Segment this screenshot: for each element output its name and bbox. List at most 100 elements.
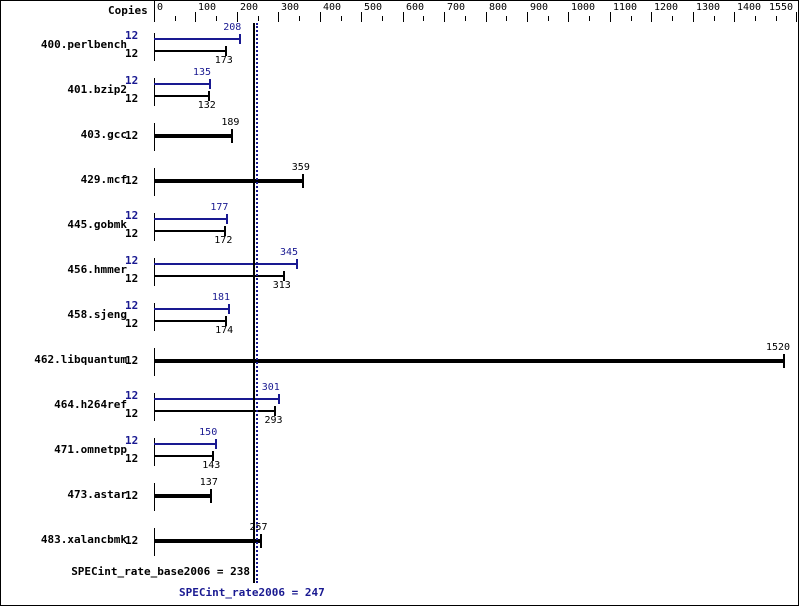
axis-major-tick [154,12,155,22]
peak-value-label: 208 [223,22,242,33]
base-bar-cap [301,174,304,188]
axis-minor-tick [175,16,176,21]
benchmark-name: 458.sjeng [67,308,127,321]
base-bar [154,275,284,277]
benchmark-name: 429.mcf [80,173,127,186]
axis-major-tick [568,12,569,22]
base-value-label: 359 [291,162,310,173]
base-value-label: 1520 [766,342,791,353]
axis-tick-label: 1550 [769,2,794,13]
peak-copies: 12 [125,389,139,402]
peak-bar [154,443,217,445]
axis-minor-tick [465,16,466,21]
axis-minor-tick [776,16,777,21]
bar-origin-line [154,393,155,421]
peak-bar-cap [215,439,218,449]
peak-bar [154,218,228,220]
axis-origin-line [154,1,155,21]
benchmark-name: 445.gobmk [67,218,127,231]
axis-tick-label: 1000 [571,2,596,13]
base-bar [154,320,227,322]
peak-bar-cap [277,394,280,404]
base-bar-cap [231,129,234,143]
peak-bar [154,263,297,265]
base-copies: 12 [125,174,139,187]
peak-value-label: 135 [192,67,212,78]
base-value-label: 174 [215,325,234,336]
base-value-label: 137 [199,477,218,488]
axis-minor-tick [548,16,549,21]
base-bar [154,230,226,232]
axis-tick-label: 1400 [737,2,762,13]
base-value-label: 257 [249,522,268,533]
base-copies: 12 [125,47,139,60]
base-value-label: 132 [197,100,216,111]
base-bar [154,539,261,543]
axis-tick-label: 600 [406,2,425,13]
base-value-label: 172 [214,235,233,246]
peak-bar-cap [239,34,242,44]
base-bar-cap [282,271,285,281]
axis-major-tick [693,12,694,22]
axis-major-tick [651,12,652,22]
peak-copies: 12 [125,299,139,312]
peak-bar-cap [208,79,211,89]
base-value-label: 189 [221,117,240,128]
axis-tick-label: 900 [530,2,549,13]
base-bar [154,50,226,52]
peak-reference-line [256,23,258,583]
axis-tick-label: 700 [447,2,466,13]
peak-value-label: 181 [212,292,231,303]
peak-bar [154,38,241,40]
base-bar-cap [212,451,215,461]
benchmark-name: 464.h264ref [54,398,127,411]
base-copies: 12 [125,272,139,285]
peak-value-label: 177 [210,202,229,213]
copies-header: Copies [108,4,148,17]
bar-origin-line [154,78,155,106]
base-bar [154,455,214,457]
peak-reference-label: SPECint_rate2006 = 247 [179,586,325,599]
benchmark-name: 473.astar [67,488,127,501]
base-copies: 12 [125,227,139,240]
peak-bar-cap [295,259,298,269]
base-bar [154,95,209,97]
axis-major-tick [796,12,797,22]
axis-major-tick [403,12,404,22]
base-copies: 12 [125,317,139,330]
peak-bar-cap [226,214,229,224]
axis-major-tick [278,12,279,22]
axis-minor-tick [299,16,300,21]
base-bar [154,179,303,183]
base-bar [154,134,233,138]
peak-bar [154,308,230,310]
axis-major-tick [237,12,238,22]
axis-minor-tick [423,16,424,21]
axis-tick-label: 1200 [654,2,679,13]
axis-major-tick [610,12,611,22]
peak-copies: 12 [125,29,139,42]
base-bar-cap [225,316,228,326]
base-bar-cap [224,46,227,56]
axis-minor-tick [589,16,590,21]
base-copies: 12 [125,534,139,547]
base-bar-cap [783,354,785,368]
bar-origin-line [154,303,155,331]
base-value-label: 293 [264,415,283,426]
benchmark-name: 403.gcc [80,128,127,141]
base-bar-cap [209,489,212,503]
base-copies: 12 [125,129,139,142]
base-bar-cap [224,226,227,236]
base-reference-label: SPECint_rate_base2006 = 238 [71,565,250,578]
axis-major-tick [734,12,735,22]
peak-copies: 12 [125,254,139,267]
base-copies: 12 [125,354,139,367]
axis-tick-label: 0 [157,2,164,13]
bar-origin-line [154,258,155,286]
base-copies: 12 [125,489,139,502]
peak-value-label: 150 [199,427,218,438]
benchmark-name: 401.bzip2 [67,83,127,96]
base-value-label: 173 [214,55,233,66]
base-value-label: 143 [202,460,221,471]
